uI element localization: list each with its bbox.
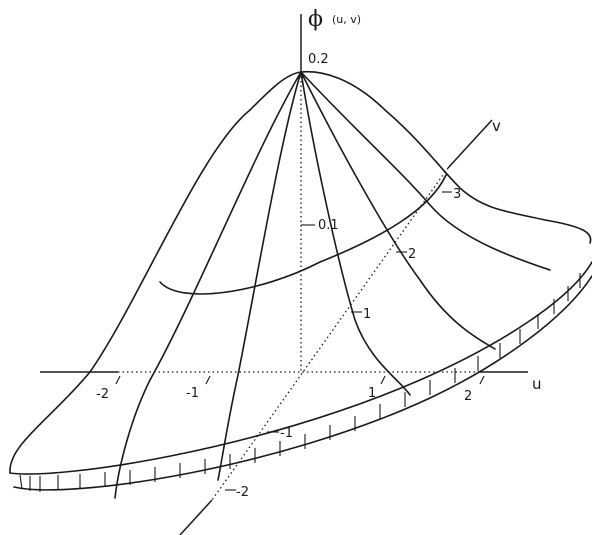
z-tick-label: 0.2 xyxy=(308,52,329,67)
surface-rim-bottom xyxy=(13,275,592,491)
z-tick-label: 0.1 xyxy=(318,218,339,233)
rim-hatching xyxy=(19,273,581,492)
v-axis-lower xyxy=(179,499,213,535)
v-axis-dotted xyxy=(211,167,449,501)
z-axis-args: (u, v) xyxy=(332,13,361,26)
v-tick-label: 1 xyxy=(363,307,371,322)
u-tick-label: -1 xyxy=(186,386,199,401)
surface-rim-top xyxy=(9,261,592,475)
u-tick-label: 1 xyxy=(368,386,376,401)
u-tick-label: 2 xyxy=(464,389,472,404)
meridian-curves xyxy=(114,71,551,499)
v-tick-label: 2 xyxy=(408,247,416,262)
v-axis-upper xyxy=(447,119,493,169)
u-tick-label: -2 xyxy=(96,387,109,402)
u-axis-label: u xyxy=(532,375,542,393)
v-tick-label: -1 xyxy=(280,426,293,441)
v-tick-label: -2 xyxy=(236,485,249,500)
v-axis-label: v xyxy=(492,117,501,135)
v-tick-label: 3 xyxy=(453,187,461,202)
cross-section-curve xyxy=(159,174,447,295)
z-axis-symbol: ϕ xyxy=(308,7,323,32)
surface-outline xyxy=(9,70,592,474)
